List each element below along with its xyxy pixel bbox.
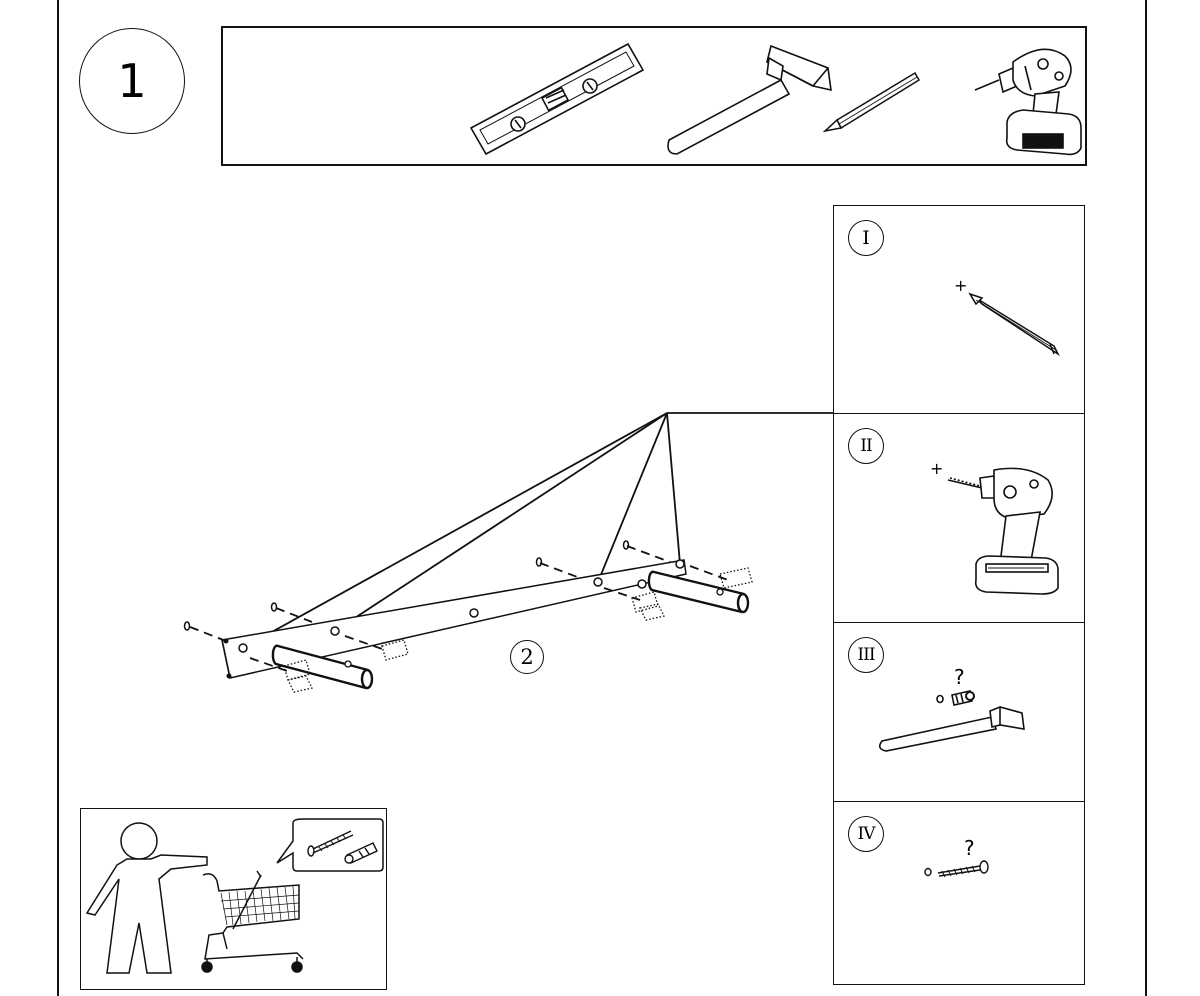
detail-panel-4: IV ? (834, 802, 1084, 982)
rail-hole (593, 577, 603, 587)
part-label: 2 (510, 640, 544, 674)
step-number: 1 (79, 28, 185, 134)
drill-mark: + (930, 459, 944, 478)
question-mark: ? (954, 665, 965, 689)
rail-hole (238, 643, 248, 653)
spirit-level-icon (469, 42, 645, 156)
callout-line-2 (334, 412, 668, 632)
rail-hole (226, 673, 232, 679)
tube-left (271, 644, 374, 690)
hammer-plug-icon (878, 690, 1025, 752)
hammer-icon (667, 44, 832, 155)
callout-line-3 (597, 412, 668, 583)
tools-box (221, 26, 1087, 166)
detail-numeral: I (848, 220, 884, 256)
pencil-mark: + (954, 276, 968, 295)
detail-numeral: IV (848, 816, 884, 852)
tube-right (647, 570, 750, 614)
screw-icon (924, 860, 989, 878)
pencil-mark-icon (968, 292, 1060, 357)
detail-panel-3: III ? (834, 623, 1084, 802)
page-border-right (1145, 0, 1147, 996)
shopping-hint-box (80, 808, 387, 990)
drill-icon (974, 48, 1082, 156)
screw-and-plug-icon (307, 830, 378, 864)
page-border-left (57, 0, 59, 996)
question-mark: ? (964, 836, 975, 860)
shopping-cart-icon (85, 818, 384, 974)
rail-hole (469, 608, 479, 618)
detail-panel-2: II + (834, 414, 1084, 623)
detail-panel-1: I + (834, 206, 1084, 414)
detail-numeral: II (848, 428, 884, 464)
detail-numeral: III (848, 637, 884, 673)
rail-hole (675, 559, 685, 569)
drill-icon (947, 467, 1059, 595)
detail-panels: I + II + (833, 205, 1085, 985)
callout-line-1 (242, 412, 668, 649)
pencil-icon (822, 71, 921, 133)
rail-hole (637, 579, 647, 589)
callout-line-4 (666, 412, 681, 565)
rail-hole (330, 626, 340, 636)
